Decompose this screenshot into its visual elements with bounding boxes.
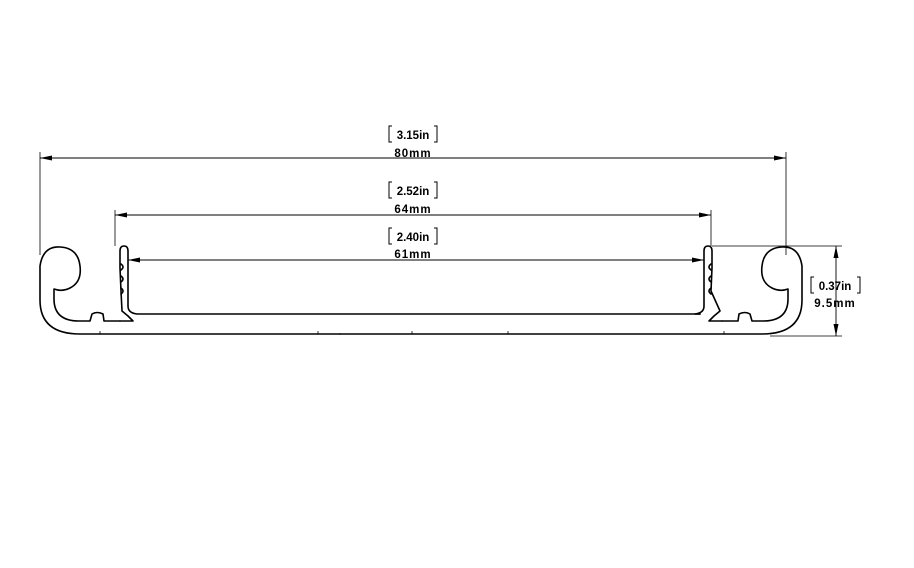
bottom-groove-marks [99,331,725,334]
right-outer-contour [339,246,803,335]
outer-channel-width-inch: 2.52in [397,186,430,198]
left-lip-serrations [120,263,124,295]
extrusion-profile [39,245,803,335]
dimension-height: 0.37in 9.5mm [712,245,861,337]
dimension-outer-channel-width: 2.52in 64mm [114,181,712,246]
left-outer-contour [39,246,341,335]
outer-channel-width-mm: 64mm [394,204,431,216]
height-inch: 0.37in [819,281,852,293]
height-mm: 9.5mm [814,298,855,310]
overall-width-mm: 80mm [394,148,431,160]
inner-channel-width-inch: 2.40in [397,232,430,244]
inner-channel-width-mm: 61mm [394,249,431,261]
dimension-overall-width: 3.15in 80mm [39,125,787,255]
right-lip-serrations [708,263,712,295]
dimension-inner-channel-width: 2.40in 61mm [128,227,704,263]
left-end-outline [119,245,701,322]
overall-width-inch: 3.15in [397,130,430,142]
right-end-outline [694,245,723,322]
